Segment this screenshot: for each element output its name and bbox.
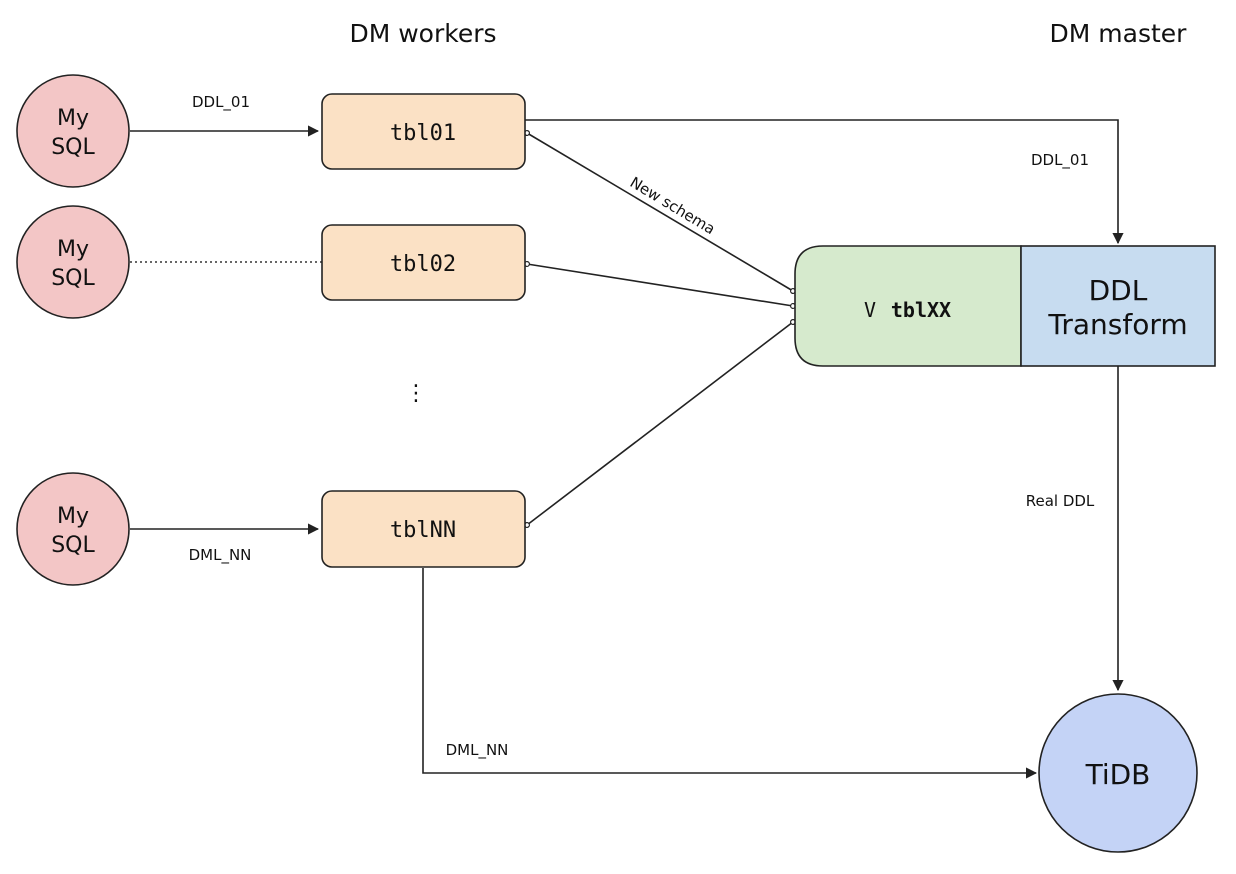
dm-master-heading: DM master xyxy=(1050,19,1188,48)
table-tblNN: tblNN xyxy=(321,490,526,568)
label-dml-in: DML_NN xyxy=(189,546,252,565)
table-tbl01-label: tbl01 xyxy=(390,121,456,146)
label-real-ddl: Real DDL xyxy=(1026,492,1095,510)
mysql-source-n: My SQL xyxy=(16,472,130,586)
edge-tbl02-merged xyxy=(524,261,796,309)
ddl-transform: DDL Transform xyxy=(1020,245,1216,367)
mysql-source-2: My SQL xyxy=(16,205,130,319)
mysql-source-1-line1: My xyxy=(57,106,89,131)
table-tbl02-label: tbl02 xyxy=(390,252,456,277)
mysql-source-n-line2: SQL xyxy=(51,533,95,558)
table-tbl01: tbl01 xyxy=(321,93,526,170)
mysql-source-1-line2: SQL xyxy=(51,135,95,160)
table-tblNN-label: tblNN xyxy=(390,518,456,543)
label-dml-out: DML_NN xyxy=(446,741,509,760)
label-ddl-in: DDL_01 xyxy=(192,93,250,112)
merged-table-tblXX: V tblXX xyxy=(794,245,1022,367)
merged-table-prefix: V xyxy=(864,298,876,322)
label-ddl-out: DDL_01 xyxy=(1031,151,1089,170)
connectors xyxy=(130,119,1124,779)
tidb-target: TiDB xyxy=(1038,693,1198,853)
table-tbl02: tbl02 xyxy=(321,224,526,301)
merged-table-name: tblXX xyxy=(891,298,951,322)
tidb-label: TiDB xyxy=(1085,758,1151,791)
ddl-transform-line2: Transform xyxy=(1047,308,1187,341)
edge-tbl01-merged xyxy=(524,130,796,294)
mysql-source-2-line1: My xyxy=(57,237,89,262)
label-new-schema: New schema xyxy=(627,173,719,238)
edge-tblNN-tidb xyxy=(422,568,1038,779)
edge-tblNN-merged xyxy=(524,319,796,528)
mysql-source-2-line2: SQL xyxy=(51,266,95,291)
mysql-source-1: My SQL xyxy=(16,74,130,188)
mysql-source-n-line1: My xyxy=(57,504,89,529)
more-tables-ellipsis: ⋮ xyxy=(405,381,427,406)
dm-workers-heading: DM workers xyxy=(349,19,496,48)
ddl-transform-line1: DDL xyxy=(1089,274,1148,307)
edge-tbl01-transform xyxy=(525,119,1124,245)
